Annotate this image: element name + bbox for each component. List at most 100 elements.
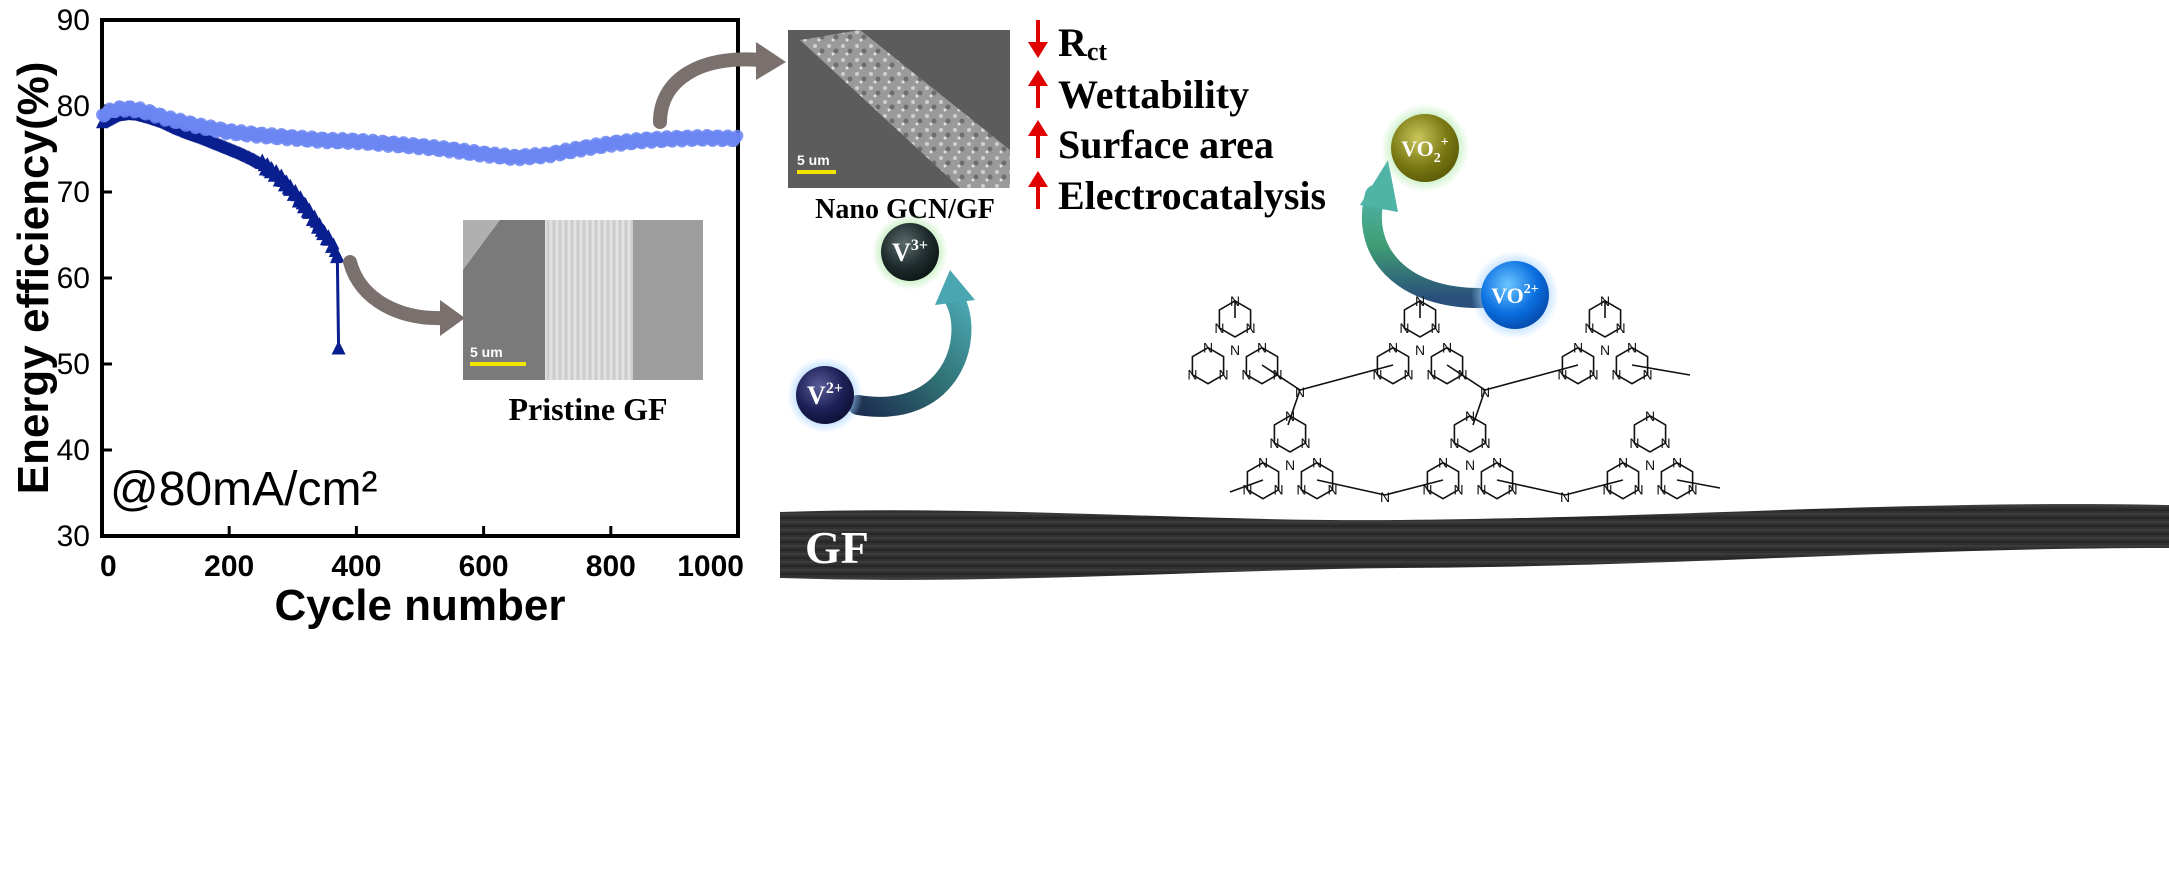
svg-text:N: N [1295, 384, 1305, 400]
x-tick-label: 1000 [677, 550, 744, 583]
svg-text:V2+: V2+ [807, 380, 843, 410]
data-point [330, 248, 345, 263]
x-tick-label: 800 [586, 550, 636, 583]
svg-text:N: N [1285, 457, 1295, 473]
svg-text:N: N [1465, 408, 1475, 424]
svg-text:N: N [1230, 342, 1240, 358]
property-label-sub: ct [1087, 37, 1108, 66]
ion-vo2-2plus: VO2+ [1471, 251, 1559, 339]
svg-text:N: N [1589, 367, 1599, 383]
property-label-main: Wettability [1058, 72, 1249, 117]
svg-text:N: N [1431, 320, 1441, 336]
svg-text:N: N [1415, 342, 1425, 358]
svg-text:N: N [1328, 482, 1338, 498]
svg-text:N: N [1573, 340, 1583, 356]
ion-v2-sup: 2+ [826, 380, 843, 397]
down-arrow-icon [1028, 20, 1048, 58]
svg-text:N: N [1560, 489, 1570, 505]
chart-series-layer [96, 100, 744, 355]
current-density-annotation: @80mA/cm² [110, 463, 377, 516]
svg-text:N: N [1380, 489, 1390, 505]
svg-text:V3+: V3+ [892, 237, 928, 267]
svg-text:N: N [1422, 482, 1432, 498]
svg-text:N: N [1449, 435, 1459, 451]
nano-scale-label: 5 um [797, 152, 830, 168]
ion-vo2-plus: VO2+ [1381, 104, 1469, 192]
svg-text:N: N [1672, 455, 1682, 471]
nano-gcn-gf-inset: 5 um Nano GCN/GF [788, 30, 1010, 225]
property-label: Wettability [1058, 72, 1249, 117]
svg-text:N: N [1656, 482, 1666, 498]
svg-text:N: N [1688, 482, 1698, 498]
svg-text:N: N [1618, 455, 1628, 471]
svg-text:N: N [1481, 435, 1491, 451]
svg-text:N: N [1634, 482, 1644, 498]
svg-text:N: N [1465, 457, 1475, 473]
gcn-structure: NNNNNNNNNNNNNNNNNNNNNNNNNNNNNNNNNNNNNNNN… [1187, 293, 1721, 505]
up-arrow-icon [1028, 171, 1048, 209]
series-1 [96, 100, 744, 167]
svg-text:N: N [1508, 482, 1518, 498]
svg-text:N: N [1611, 367, 1621, 383]
svg-text:N: N [1616, 320, 1626, 336]
y-tick-label: 30 [57, 520, 90, 553]
y-tick-label: 60 [57, 262, 90, 295]
x-axis-label: Cycle number [275, 581, 566, 630]
svg-text:N: N [1404, 367, 1414, 383]
v2-to-v3-arrow [848, 270, 975, 417]
graphite-felt: GF [780, 504, 2169, 580]
ion-v3: V3+ [872, 214, 948, 290]
svg-text:N: N [1242, 482, 1252, 498]
x-tick-label: 600 [459, 550, 509, 583]
svg-text:N: N [1627, 340, 1637, 356]
svg-text:N: N [1296, 482, 1306, 498]
x-tick-label: 0 [100, 550, 117, 583]
svg-text:N: N [1600, 342, 1610, 358]
svg-text:N: N [1480, 384, 1490, 400]
svg-text:N: N [1274, 482, 1284, 498]
property-label-main: Electrocatalysis [1058, 173, 1326, 218]
svg-text:N: N [1645, 457, 1655, 473]
pristine-callout-arrow [343, 255, 465, 336]
ion-vo2pp-sup: 2+ [1524, 282, 1539, 297]
svg-text:N: N [1557, 367, 1567, 383]
svg-text:N: N [1219, 367, 1229, 383]
pristine-fiber [545, 220, 633, 380]
property-label: Electrocatalysis [1058, 173, 1326, 218]
data-point [308, 209, 321, 222]
vo2-to-vo2plus-arrow [1360, 160, 1495, 309]
svg-text:N: N [1372, 367, 1382, 383]
svg-text:N: N [1301, 435, 1311, 451]
ion-v2: V2+ [787, 357, 863, 433]
svg-text:N: N [1399, 320, 1409, 336]
svg-text:N: N [1492, 455, 1502, 471]
svg-text:N: N [1426, 367, 1436, 383]
svg-text:N: N [1645, 408, 1655, 424]
data-point [327, 237, 340, 250]
svg-text:N: N [1258, 455, 1268, 471]
data-point [731, 129, 744, 142]
sem-right-bg [633, 220, 703, 380]
svg-text:N: N [1257, 340, 1267, 356]
pristine-scale-label: 5 um [470, 344, 503, 360]
svg-text:N: N [1442, 340, 1452, 356]
felt-label: GF [805, 522, 869, 573]
x-tick-label: 200 [204, 550, 254, 583]
y-tick-label: 40 [57, 434, 90, 467]
svg-text:N: N [1584, 320, 1594, 336]
svg-text:N: N [1269, 435, 1279, 451]
nano-callout-arrow [653, 42, 786, 129]
ion-v2-base: V [807, 381, 826, 410]
svg-text:N: N [1476, 482, 1486, 498]
svg-text:N: N [1643, 367, 1653, 383]
svg-text:N: N [1203, 340, 1213, 356]
series-drop-line [335, 256, 341, 349]
svg-text:N: N [1454, 482, 1464, 498]
